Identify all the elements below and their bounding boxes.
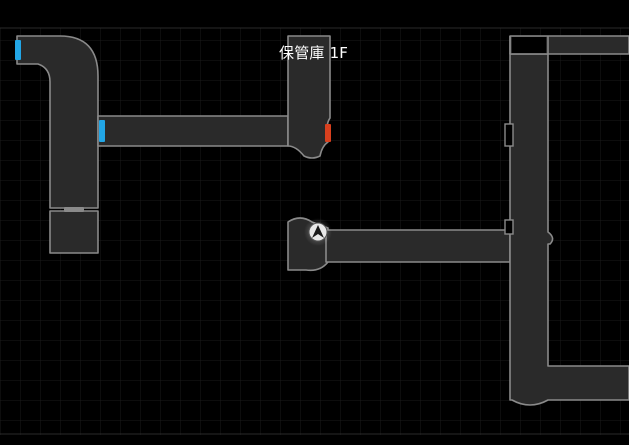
corridor-east-vertical <box>509 53 629 406</box>
room-southwest <box>49 210 99 254</box>
player-marker <box>304 218 332 246</box>
doorway-notch-east-lower <box>504 219 514 235</box>
corridor-center-horizontal <box>325 229 511 263</box>
door-gray-south <box>64 207 84 212</box>
door-blue-center <box>99 120 105 142</box>
corridor-west-horizontal <box>97 115 289 147</box>
floor-label: 保管庫 1F <box>279 44 349 62</box>
door-red-north <box>325 124 331 142</box>
player-arrow-icon <box>312 225 324 238</box>
door-blue-west <box>15 40 21 60</box>
doorway-notch-east-upper <box>504 123 514 147</box>
